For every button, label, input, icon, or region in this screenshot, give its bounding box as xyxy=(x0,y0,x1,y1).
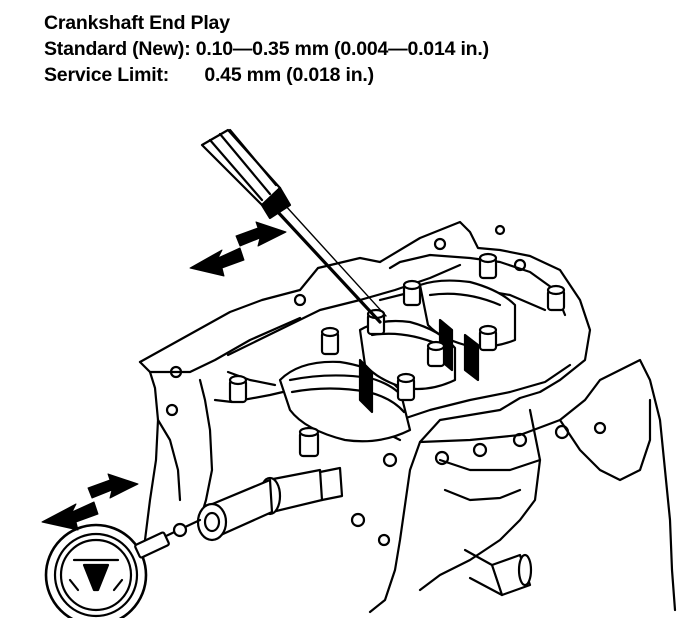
spec-title: Crankshaft End Play xyxy=(44,12,230,34)
bearing-bolts xyxy=(228,252,566,458)
standard-label: Standard (New): xyxy=(44,38,191,60)
spec-block: Crankshaft End Play Standard (New): 0.10… xyxy=(44,10,489,88)
standard-value: 0.10—0.35 mm (0.004—0.014 in.) xyxy=(195,38,489,60)
dial-indicator-icon xyxy=(44,518,202,618)
screwdriver-icon xyxy=(200,128,387,324)
double-arrow-icon xyxy=(189,221,287,277)
crankshaft xyxy=(196,252,566,542)
spec-standard-row: Standard (New): 0.10—0.35 mm (0.004—0.01… xyxy=(44,36,489,62)
limit-value: 0.45 mm (0.018 in.) xyxy=(204,64,374,86)
spec-limit-row: Service Limit: 0.45 mm (0.018 in.) xyxy=(44,62,489,88)
double-arrow-icon xyxy=(41,473,139,531)
crankshaft-nose xyxy=(196,466,344,542)
limit-label: Service Limit: xyxy=(44,64,170,86)
oil-pipe xyxy=(463,548,533,597)
